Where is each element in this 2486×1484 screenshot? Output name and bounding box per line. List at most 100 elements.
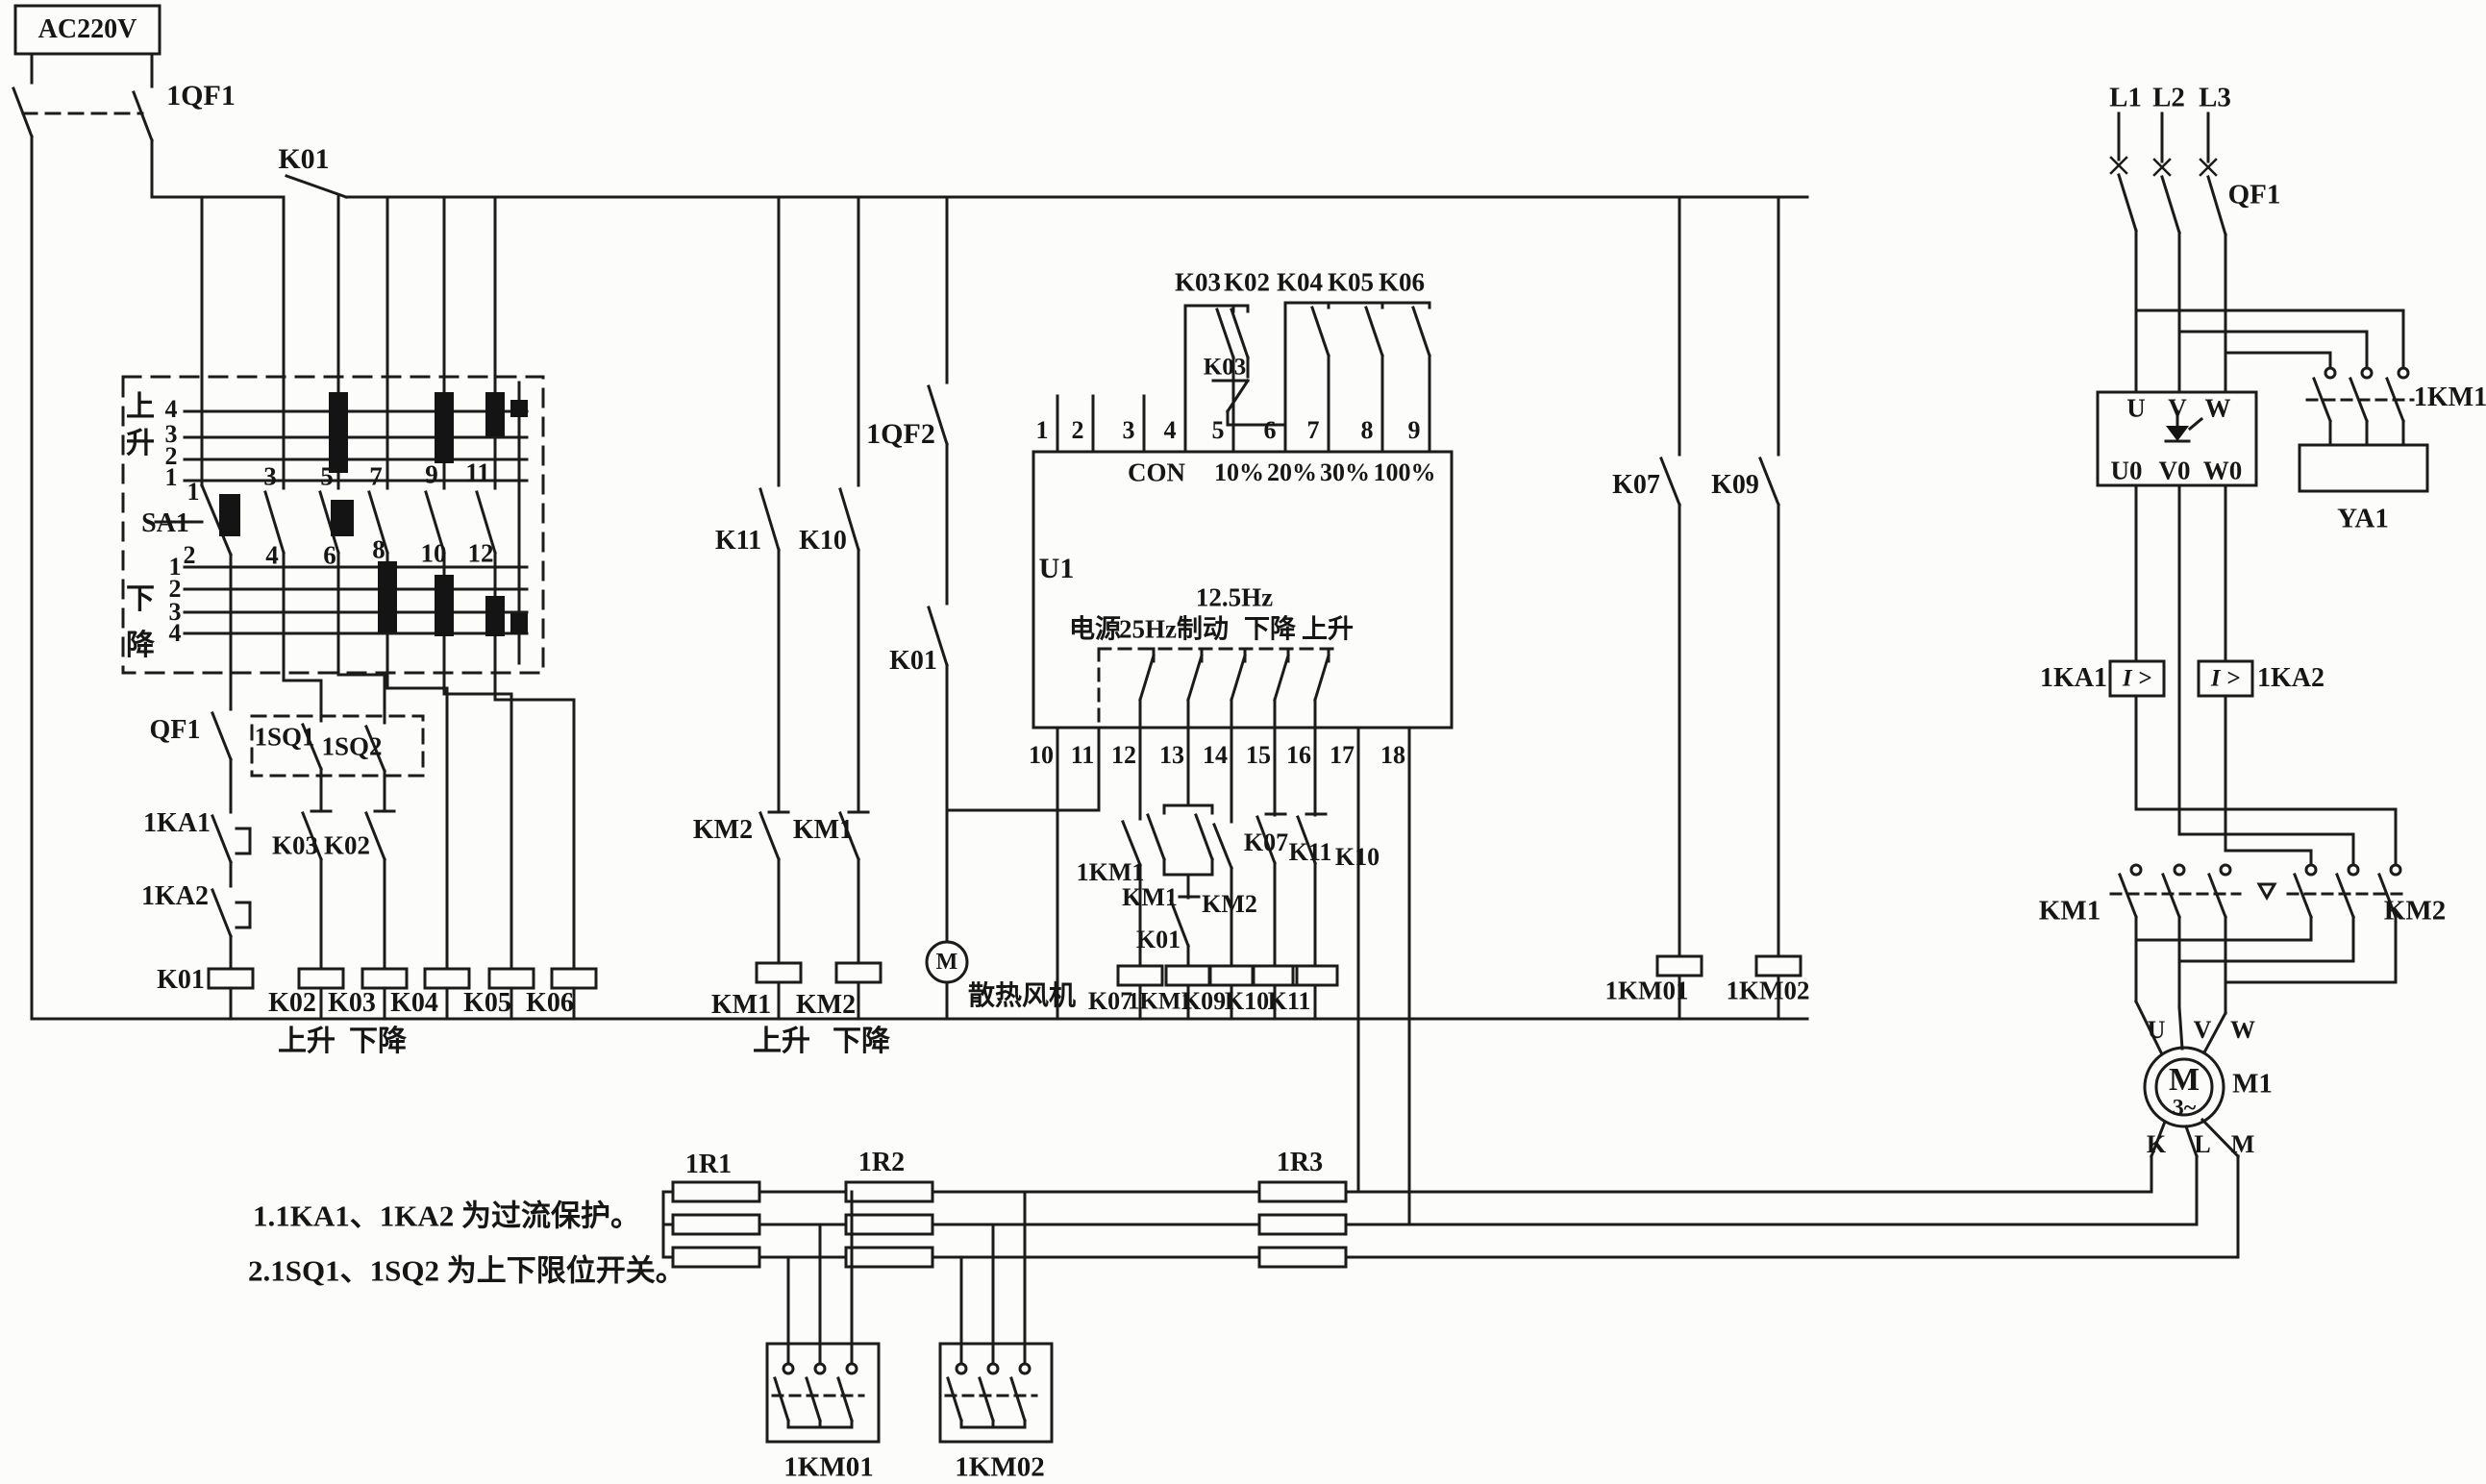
u1-contact-k05: K05 (1327, 267, 1375, 297)
u1-term-7: 7 (1306, 416, 1320, 444)
interlock-mark (2256, 882, 2277, 902)
u1-internal-dashed (1097, 647, 1341, 730)
t17-t18-wires (1356, 772, 1411, 1226)
sa1-up-pos-1: 1 (164, 463, 178, 491)
u1-term-8: 8 (1360, 416, 1374, 444)
u1-con: CON (1128, 458, 1185, 487)
label-km1-nc: KM1 (792, 815, 854, 845)
label-up-left: 上升 (278, 1026, 336, 1057)
1km1-brake-contacts (2305, 366, 2415, 447)
label-fan: 散热风机 (967, 981, 1077, 1011)
sa1-contact-rows (154, 409, 529, 635)
t15-k10coil-path (1255, 772, 1287, 1021)
inv-w0: W0 (2202, 456, 2243, 485)
sa1-col-5: 5 (320, 461, 334, 491)
sa1-mid-1: 1 (186, 478, 200, 506)
note-1: 1.1KA1、1KA2 为过流保护。 (253, 1199, 640, 1233)
sa1-col-5-6-branch (318, 195, 396, 1021)
u1-unit (1032, 301, 1454, 776)
1km02-contact-box (938, 1190, 1054, 1444)
qf1-poles (12, 52, 154, 1021)
u1-term-5: 5 (1211, 416, 1225, 444)
label-1sq1: 1SQ1 (254, 722, 315, 752)
label-k05-coil: K05 (463, 988, 511, 1018)
k10-km2-branch (838, 195, 870, 1021)
1ka2-relay-box (2197, 659, 2254, 698)
brake-taps (2134, 309, 2405, 369)
label-qf1-left: QF1 (149, 715, 201, 745)
sa1-up-char1: 上 (126, 391, 155, 423)
u1-term-1: 1 (1035, 416, 1049, 444)
sa1-up-char2: 升 (126, 428, 155, 459)
sa1-up-pos-4: 4 (164, 395, 178, 423)
sa1-down-pos-1: 1 (168, 553, 182, 581)
u1-term-4: 4 (1163, 416, 1177, 444)
u1-pct-100: 100% (1373, 458, 1436, 486)
label-l2: L2 (2152, 82, 2185, 113)
label-1r2: 1R2 (858, 1148, 906, 1177)
label-1km02-box: 1KM02 (955, 1451, 1045, 1483)
sa1-controller (121, 195, 576, 1021)
t12-k07coil-path (1121, 772, 1142, 1021)
km1-coil (755, 961, 803, 984)
sa1-col-9: 9 (425, 459, 438, 489)
u1-term-10: 10 (1029, 741, 1054, 769)
u1-out-brake: 制动 (1177, 614, 1229, 644)
label-k04-coil: K04 (390, 988, 438, 1018)
motor-term-u: U (2147, 1016, 2166, 1044)
motor-outer-circle (2143, 1046, 2225, 1128)
sa1-closed-contact-bars (219, 392, 528, 636)
sa1-col-4: 4 (265, 540, 279, 570)
inv-w: W (2204, 393, 2231, 423)
label-1ka1-contact: 1KA1 (143, 808, 211, 838)
motor-top-leads (2133, 938, 2228, 1055)
1ka1-i-symbol: I > (2122, 665, 2152, 692)
k07-k09-wires (1659, 195, 1780, 1021)
label-k02-coil: K02 (268, 988, 316, 1018)
l1l2l3-leads (2117, 111, 2210, 163)
t14-k09coil-path (1212, 772, 1233, 1021)
label-1qf1: 1QF1 (166, 80, 236, 111)
u1-term-11: 11 (1070, 741, 1095, 769)
label-l3: L3 (2199, 82, 2231, 113)
label-up-mid: 上升 (753, 1026, 810, 1057)
sa1-pivot-branch (200, 195, 233, 1021)
inv-u0: U0 (2110, 456, 2143, 485)
note-2: 2.1SQ1、1SQ2 为上下限位开关。 (248, 1253, 685, 1288)
sa1-dashed-box (121, 375, 545, 675)
fan-motor-m: M (935, 950, 958, 975)
motor-term-m: M (2230, 1130, 2255, 1158)
k05-coil (487, 967, 535, 990)
1km1-coil (1164, 964, 1212, 987)
t13-1km1coil-path (1146, 772, 1214, 1021)
sa1-col-8: 8 (372, 534, 385, 564)
label-u1: U1 (1038, 553, 1075, 584)
label-km1-coil: KM1 (710, 990, 772, 1020)
label-1km01-coil: 1KM01 (1604, 976, 1689, 1005)
u1-contact-k06: K06 (1378, 267, 1426, 297)
label-coil-k07: K07 (1087, 987, 1133, 1015)
label-1sq2: 1SQ2 (321, 731, 383, 761)
sa1-col-12: 12 (467, 538, 494, 568)
k04-coil (423, 967, 471, 990)
power-circuit (2096, 111, 2429, 1159)
label-qf1-main: QF1 (2227, 179, 2281, 210)
sa1-down-pos-4: 4 (168, 619, 182, 647)
label-k11-switch: K11 (714, 526, 762, 556)
label-m1: M1 (2232, 1068, 2273, 1100)
label-1r1: 1R1 (684, 1150, 733, 1179)
label-coil-k09: K09 (1181, 987, 1227, 1015)
thyristor-triangle (2166, 426, 2189, 441)
label-km1-par: KM1 (1122, 883, 1178, 911)
reversing-crossover (2134, 807, 2398, 866)
k11-coil (1291, 964, 1339, 987)
label-l1: L1 (2109, 82, 2142, 113)
sa1-down-pos-2: 2 (168, 575, 182, 603)
sa1-col-9-10-branch (424, 195, 513, 1021)
k01-coil (207, 967, 255, 990)
u1-pct-20: 20% (1267, 458, 1317, 486)
k09-coil (1207, 964, 1255, 987)
label-1ka1: 1KA1 (2040, 663, 2107, 693)
km1-km2-main-contacts (2109, 863, 2405, 984)
